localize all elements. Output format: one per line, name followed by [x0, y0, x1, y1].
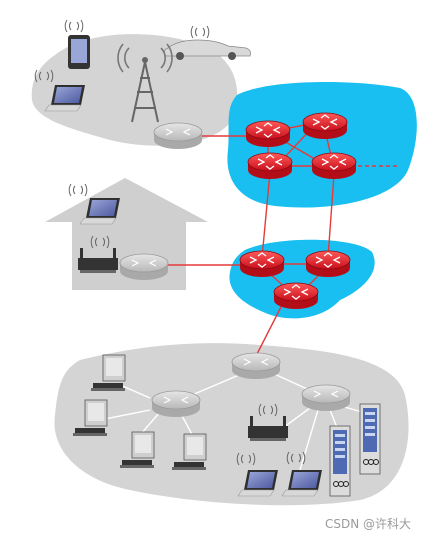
server-1-icon	[329, 425, 351, 497]
enterprise-router-top	[231, 352, 281, 380]
link-isp1-c-isp2-a	[261, 171, 271, 259]
enterprise-wifi-router-icon	[248, 403, 288, 441]
enterprise-router-left	[151, 390, 201, 418]
car-icon	[164, 25, 251, 60]
isp2-router-b	[305, 250, 351, 278]
watermark: CSDN @许科大	[324, 517, 411, 531]
enterprise-router-right	[301, 384, 351, 412]
isp2-router-c	[273, 282, 319, 310]
home-edge-router	[119, 253, 169, 281]
isp2-router-a	[239, 250, 285, 278]
smartphone-icon	[64, 19, 90, 69]
home-wifi-router-icon	[78, 235, 118, 273]
isp1-router-c	[247, 152, 293, 180]
cell-tower-icon	[117, 43, 173, 123]
isp1-router-a	[245, 120, 291, 148]
mobile-edge-router	[153, 122, 203, 150]
isp1-router-d	[311, 152, 357, 180]
link-isp-enterprise	[255, 304, 283, 357]
server-2-icon	[359, 403, 381, 475]
link-isp1-d-isp2-b	[327, 173, 335, 259]
isp1-router-b	[302, 112, 348, 140]
